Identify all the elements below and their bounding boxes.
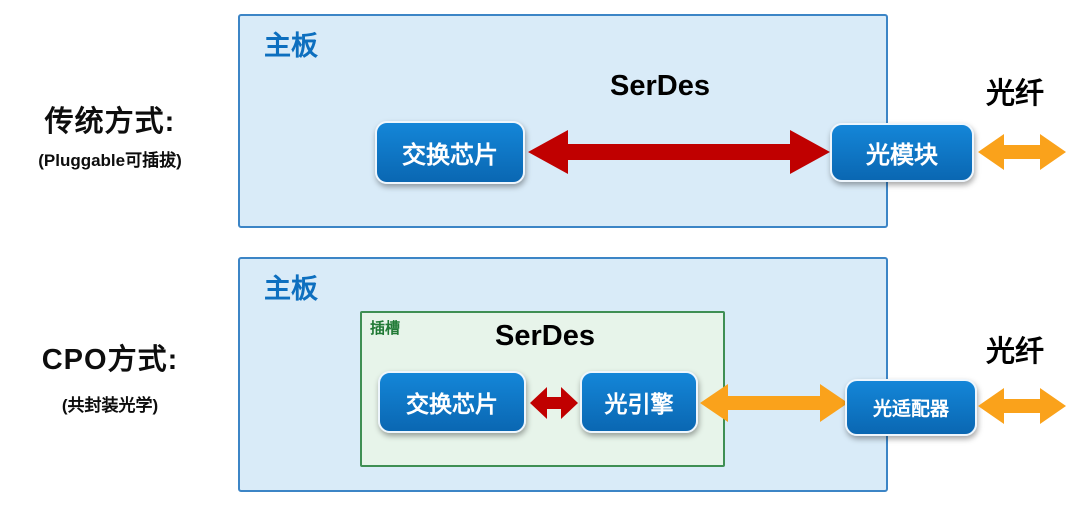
cpo-title: CPO方式: xyxy=(41,344,179,376)
switch-chip-cpo: 交换芯片 xyxy=(378,371,526,433)
switch-chip-traditional: 交换芯片 xyxy=(375,121,525,184)
socket-slot-label: 插槽 xyxy=(370,320,401,337)
engine-adapter-arrow xyxy=(700,384,848,422)
optical-adapter: 光适配器 xyxy=(845,379,977,436)
serdes-arrow-cpo xyxy=(530,387,578,419)
motherboard-traditional xyxy=(238,14,888,228)
serdes-label-cpo: SerDes xyxy=(495,320,595,352)
serdes-arrow-traditional xyxy=(528,130,830,174)
motherboard-traditional-label: 主板 xyxy=(264,31,318,61)
traditional-title: 传统方式: xyxy=(44,106,176,138)
cpo-subtitle: (共封装光学) xyxy=(61,396,159,415)
traditional-subtitle: (Pluggable可插拔) xyxy=(38,151,182,170)
serdes-label-traditional: SerDes xyxy=(610,70,710,102)
optical-engine: 光引擎 xyxy=(580,371,698,433)
motherboard-cpo-label: 主板 xyxy=(264,274,318,304)
fiber-label-cpo: 光纤 xyxy=(985,336,1044,368)
fiber-arrow-cpo xyxy=(978,388,1066,424)
fiber-label-traditional: 光纤 xyxy=(985,78,1044,110)
optical-module: 光模块 xyxy=(830,123,974,182)
fiber-arrow-traditional xyxy=(978,134,1066,170)
